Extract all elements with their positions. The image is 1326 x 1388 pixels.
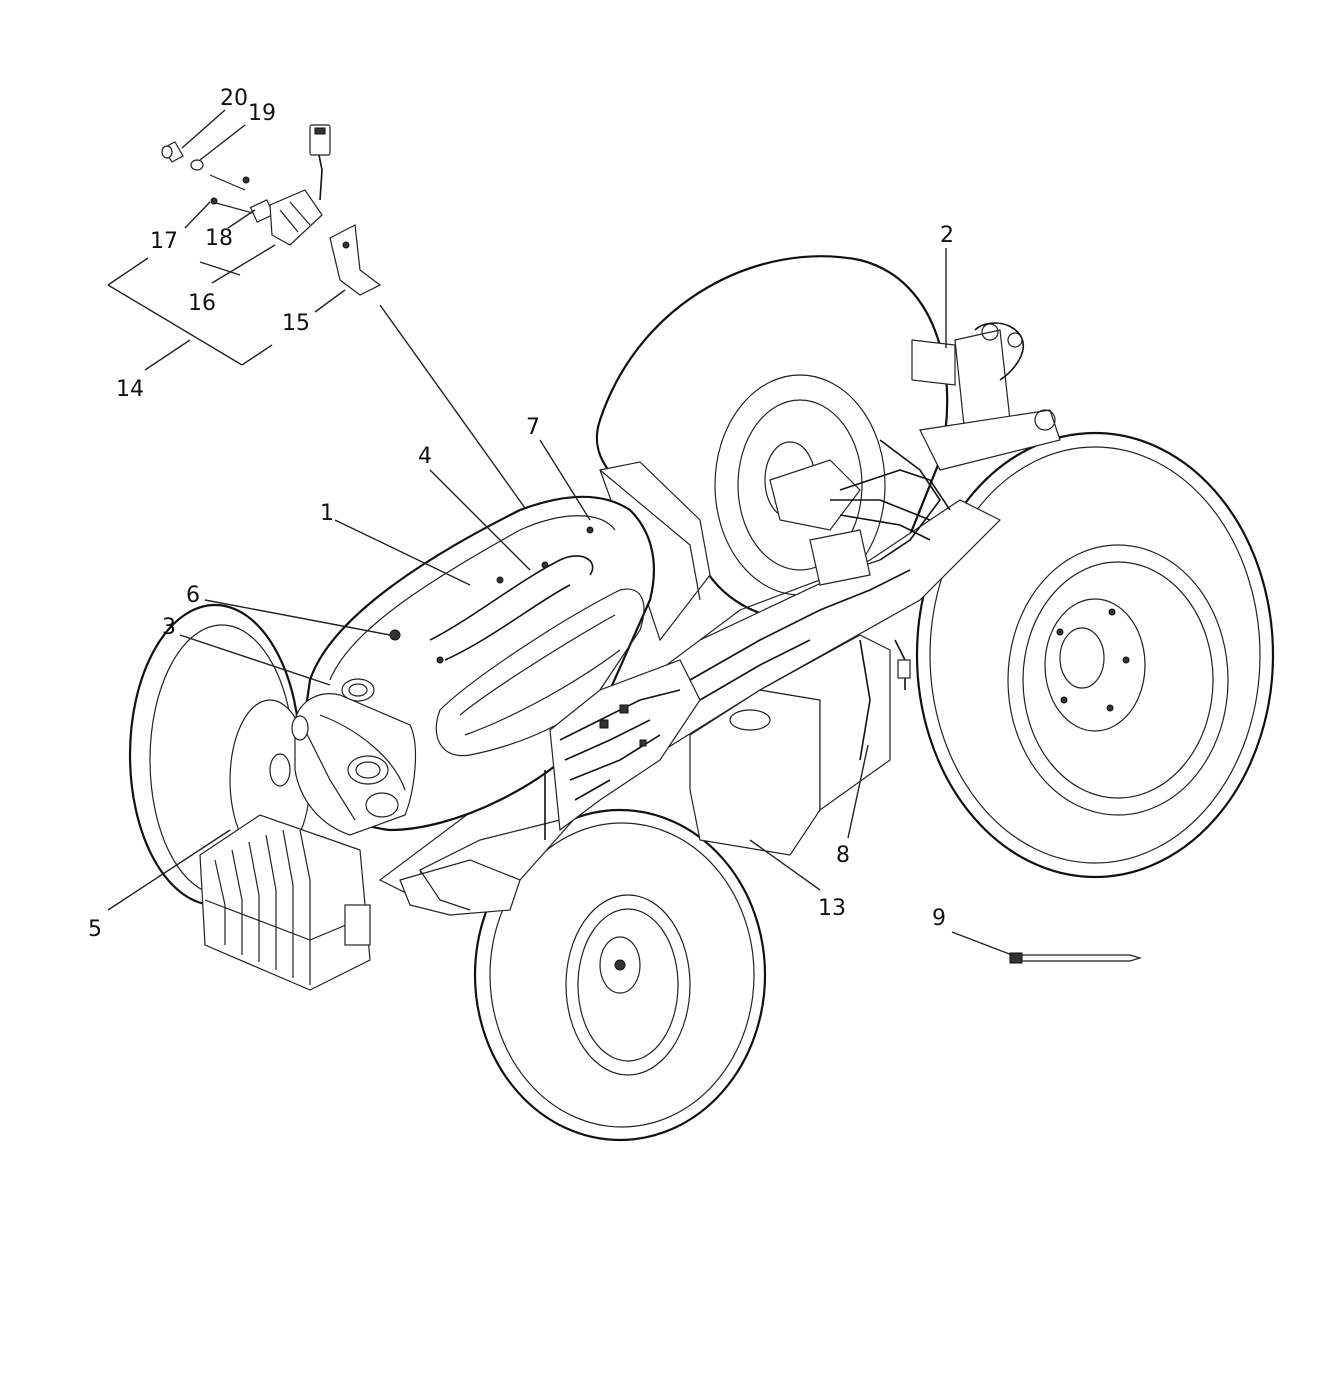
leader-lines	[107, 109, 1013, 956]
front-grille	[269, 693, 417, 836]
transmission-housing	[769, 459, 951, 586]
callout-2: 2	[940, 223, 954, 248]
callout-1: 1	[320, 501, 334, 526]
callout-5: 5	[88, 917, 102, 942]
callout-20: 19	[248, 101, 276, 126]
callout-labels: 20 19 17 18 16 15 14 2 7 4 1 6 3 5 13 8 …	[88, 86, 954, 942]
callout-16: 16	[188, 291, 216, 316]
callout-13: 13	[818, 896, 846, 921]
rear-hitch-assembly	[879, 322, 1061, 561]
callout-4: 4	[418, 444, 432, 469]
callout-7: 7	[526, 415, 540, 440]
front-weights	[199, 814, 371, 991]
dash-section	[599, 461, 711, 642]
callout-6: 6	[186, 583, 200, 608]
callout-18: 18	[205, 226, 233, 251]
callout-3: 3	[162, 615, 176, 640]
callout-14: 14	[116, 377, 144, 402]
switch-assembly-inset	[161, 124, 382, 296]
rear-right-wheel	[915, 431, 1275, 879]
callout-8: 8	[836, 843, 850, 868]
engine-wiring	[544, 569, 911, 840]
front-axle	[399, 859, 521, 916]
fuel-tank	[689, 634, 891, 856]
cable-tie	[1009, 952, 1143, 964]
callout-19: 20	[220, 86, 248, 111]
callout-15: 15	[282, 311, 310, 336]
callout-9: 9	[932, 906, 946, 931]
front-right-wheel	[473, 808, 767, 1142]
callout-17: 17	[150, 229, 178, 254]
